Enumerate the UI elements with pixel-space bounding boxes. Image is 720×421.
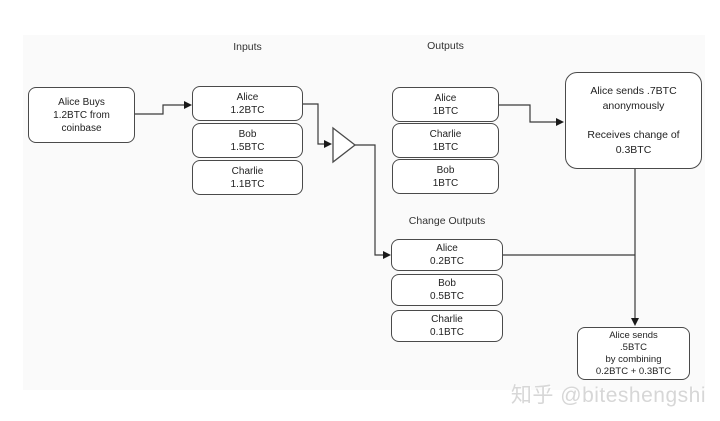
participant-amount: 1.2BTC: [230, 104, 265, 116]
participant-name: Charlie: [431, 314, 463, 325]
participant-amount: 0.1BTC: [430, 327, 464, 338]
participant-name: Bob: [436, 164, 455, 176]
participant-name: Bob: [438, 278, 456, 289]
result-annotation-box: Alice sends .7BTC anonymously Receives c…: [565, 72, 702, 169]
source-box-line: 1.2BTC from: [53, 109, 110, 121]
input-box-bob: Bob 1.5BTC: [192, 123, 303, 158]
change-output-box-bob: Bob 0.5BTC: [391, 274, 503, 306]
combine-annotation-box: Alice sends .5BTC by combining 0.2BTC + …: [577, 327, 690, 380]
participant-name: Charlie: [231, 165, 264, 177]
change-outputs-column-label: Change Outputs: [408, 215, 486, 227]
change-output-box-charlie: Charlie 0.1BTC: [391, 310, 503, 342]
mixer-triangle-icon: [332, 126, 357, 164]
participant-name: Alice: [236, 91, 259, 103]
participant-name: Bob: [238, 128, 257, 140]
combine-line: .5BTC: [620, 341, 647, 353]
zhihu-watermark: 知乎 @biteshengshi: [510, 384, 706, 407]
participant-amount: 0.2BTC: [430, 256, 464, 267]
outputs-column-label: Outputs: [427, 40, 464, 52]
participant-amount: 1.1BTC: [230, 178, 265, 190]
output-box-bob: Bob 1BTC: [392, 159, 499, 194]
combine-line: 0.2BTC + 0.3BTC: [595, 365, 672, 377]
source-box-line: coinbase: [61, 122, 102, 134]
result-line: Alice sends .7BTC: [590, 84, 677, 97]
participant-amount: 1BTC: [432, 141, 459, 153]
result-line: Receives change of: [587, 128, 680, 141]
combine-line: by combining: [605, 353, 662, 365]
participant-amount: 1BTC: [432, 177, 459, 189]
output-box-alice: Alice 1BTC: [392, 87, 499, 122]
input-box-charlie: Charlie 1.1BTC: [192, 160, 303, 195]
change-output-box-alice: Alice 0.2BTC: [391, 239, 503, 271]
result-line: 0.3BTC: [615, 143, 652, 156]
participant-amount: 1.5BTC: [230, 141, 265, 153]
result-line: anonymously: [602, 99, 665, 112]
participant-amount: 1BTC: [432, 105, 459, 117]
inputs-column-label: Inputs: [233, 41, 262, 53]
participant-name: Charlie: [429, 128, 462, 140]
output-box-charlie: Charlie 1BTC: [392, 123, 499, 158]
participant-amount: 0.5BTC: [430, 291, 464, 302]
participant-name: Alice: [434, 92, 457, 104]
input-box-alice: Alice 1.2BTC: [192, 86, 303, 121]
participant-name: Alice: [436, 243, 458, 254]
source-box: Alice Buys 1.2BTC from coinbase: [28, 87, 135, 143]
combine-line: Alice sends: [609, 329, 658, 341]
source-box-line: Alice Buys: [58, 96, 105, 108]
